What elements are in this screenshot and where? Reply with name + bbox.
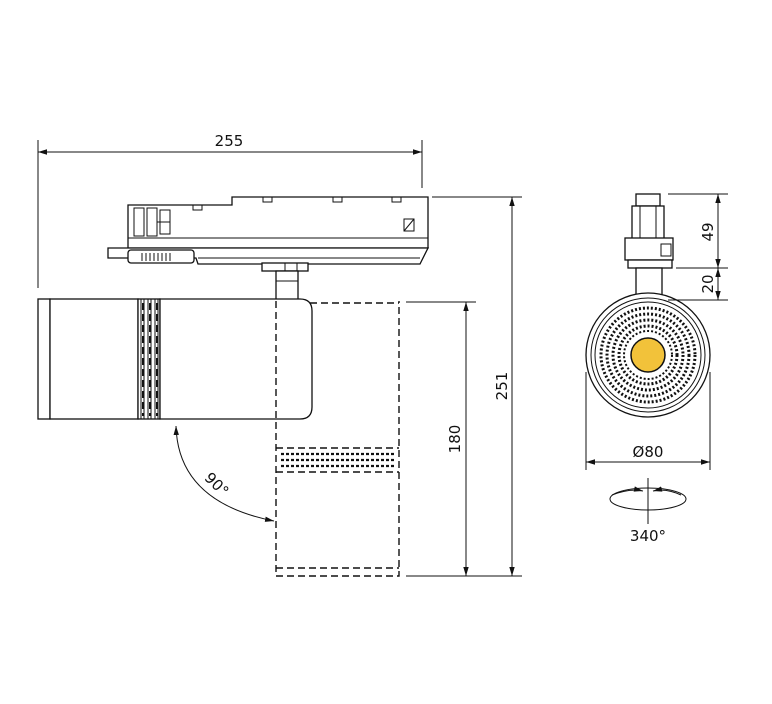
led-chip: [630, 337, 666, 373]
label-adapter-height: 49: [699, 222, 717, 241]
front-adapter: [624, 193, 674, 301]
dimension-diameter: [585, 372, 711, 470]
track-adapter: [107, 196, 430, 265]
lamp-body-rotated: [275, 301, 400, 577]
dimension-total-length: [37, 140, 423, 288]
front-lamp-head: [585, 292, 711, 418]
dimension-total-height: [406, 196, 522, 577]
dimension-adapter-height: [668, 193, 728, 269]
label-total-length: 255: [215, 132, 244, 150]
label-lamp-height: 180: [446, 425, 464, 454]
dimension-lamp-height: [406, 301, 476, 576]
side-view: 90° 255 251 180: [37, 132, 522, 577]
label-arm-height: 20: [699, 274, 717, 293]
rotation-horizontal: [609, 478, 687, 524]
knob-grip: [141, 253, 171, 261]
dimension-arm-height: [668, 268, 728, 301]
label-total-height: 251: [493, 372, 511, 401]
swivel-arm: [261, 262, 309, 302]
label-diameter: Ø80: [633, 443, 664, 461]
label-rotation-horizontal: 340°: [630, 527, 666, 545]
rotation-arc-vertical: [173, 425, 275, 522]
label-rotation-vertical: 90°: [201, 469, 233, 501]
front-view: 49 20 Ø80 340°: [585, 193, 728, 545]
lamp-body-horizontal: [37, 298, 313, 420]
